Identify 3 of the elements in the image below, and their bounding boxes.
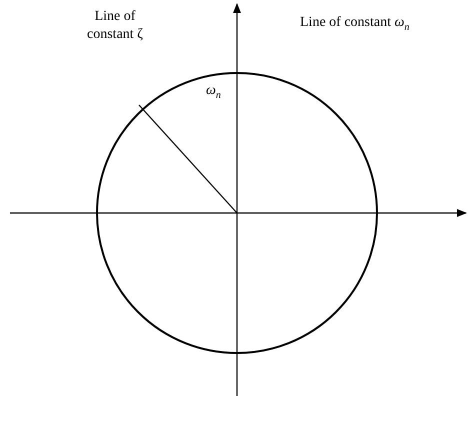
circle-label: Line of constant ω$_{n}$ (300, 14, 410, 35)
radius-label: ω$_{n}$ (206, 82, 222, 103)
axis-label: Line of constant ζ (86, 8, 144, 44)
